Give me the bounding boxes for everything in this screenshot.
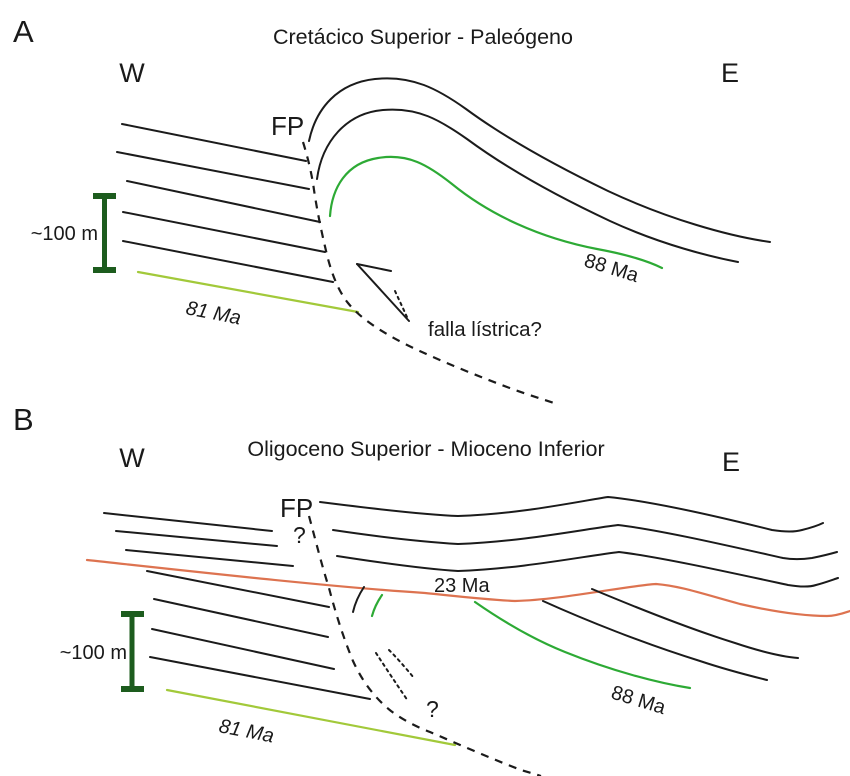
fault-dashed-line-a bbox=[301, 141, 558, 406]
panel-a-title: Cretácico Superior - Paleógeno bbox=[273, 25, 573, 49]
strata-line bbox=[121, 123, 307, 162]
strata-line bbox=[125, 549, 294, 567]
strata-line bbox=[149, 656, 371, 700]
strata-line bbox=[332, 523, 838, 561]
horizon-81ma-label-b: 81 Ma bbox=[217, 715, 276, 747]
fault-dashed-line-b bbox=[307, 515, 542, 776]
strata-line bbox=[542, 600, 768, 681]
drag-tick-green bbox=[370, 593, 384, 618]
panel-b-fault-pivot-label: FP bbox=[280, 493, 313, 523]
strata-line bbox=[122, 240, 334, 283]
fault-splay-dotted bbox=[375, 652, 409, 702]
question-mark-upper: ? bbox=[293, 522, 306, 548]
panel-b-east-label: E bbox=[722, 447, 740, 477]
scale-bar-b bbox=[121, 611, 144, 692]
strata-line bbox=[146, 570, 330, 608]
panel-a-east-label: E bbox=[721, 58, 739, 88]
panel-b-title: Oligoceno Superior - Mioceno Inferior bbox=[247, 437, 604, 461]
strata-line bbox=[336, 550, 839, 588]
arrow-dotted-segment bbox=[394, 290, 408, 318]
strata-line bbox=[103, 512, 273, 532]
horizon-88ma-label-b: 88 Ma bbox=[609, 682, 669, 720]
fault-movement-arrow-icon bbox=[356, 263, 410, 322]
scale-label-b: ~100 m bbox=[60, 642, 127, 664]
strata-line bbox=[591, 588, 799, 659]
horizon-81ma-line-a bbox=[136, 270, 360, 314]
strata-line bbox=[115, 530, 278, 547]
anticline-outer-line bbox=[308, 77, 771, 243]
panel-b: B Oligoceno Superior - Mioceno Inferior … bbox=[13, 402, 850, 776]
drag-tick-black bbox=[352, 586, 365, 613]
horizon-88ma-label-a: 88 Ma bbox=[582, 250, 642, 288]
panel-a-letter: A bbox=[13, 14, 34, 49]
horizon-88ma-line-b bbox=[473, 600, 692, 690]
scale-bar-a bbox=[93, 193, 116, 273]
arrow-barb bbox=[356, 263, 392, 272]
horizon-81ma-line-b bbox=[165, 688, 457, 747]
fault-splay-dotted bbox=[388, 649, 415, 679]
scale-label-a: ~100 m bbox=[31, 223, 98, 245]
strata-line bbox=[126, 180, 321, 223]
strata-line bbox=[122, 211, 326, 253]
panel-b-west-label: W bbox=[119, 443, 145, 473]
strata-line bbox=[151, 628, 335, 670]
horizon-23ma-label: 23 Ma bbox=[434, 575, 490, 597]
strata-line bbox=[319, 495, 824, 533]
horizon-88ma-line-a bbox=[328, 155, 664, 270]
panel-b-letter: B bbox=[13, 402, 34, 437]
strata-line bbox=[116, 151, 310, 190]
panel-a-west-label: W bbox=[119, 58, 145, 88]
panel-a: A Cretácico Superior - Paleógeno W E FP … bbox=[13, 14, 771, 406]
question-mark-lower: ? bbox=[426, 696, 439, 722]
horizon-81ma-label-a: 81 Ma bbox=[184, 297, 243, 329]
listric-fault-annotation: falla lístrica? bbox=[428, 318, 542, 341]
anticline-inner-line bbox=[316, 108, 739, 263]
panel-a-fault-pivot-label: FP bbox=[271, 111, 304, 141]
arrow-shaft bbox=[356, 263, 410, 322]
strata-line bbox=[153, 598, 329, 638]
